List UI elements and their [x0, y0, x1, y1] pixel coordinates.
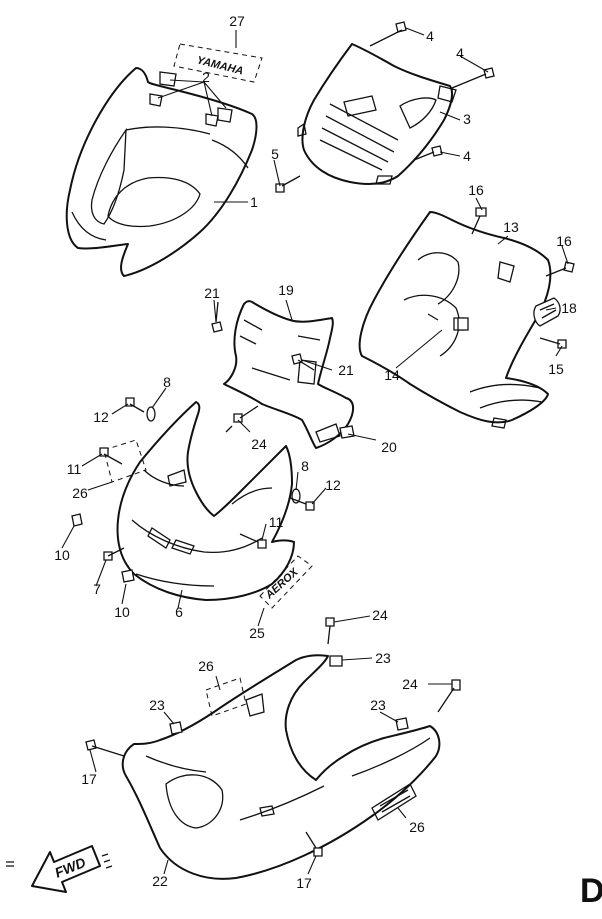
yamaha-decal: YAMAHA	[173, 43, 263, 83]
section-letter: D	[580, 872, 602, 910]
callout-label: 27	[229, 13, 245, 29]
callout-label: 22	[152, 873, 168, 889]
callout-label: 16	[468, 182, 484, 198]
screws	[85, 21, 575, 857]
callout-label: 18	[561, 300, 577, 316]
callout-label: 21	[204, 285, 220, 301]
callout-label: 24	[402, 676, 418, 692]
callout-label: 25	[249, 625, 265, 641]
inner-bracket-part	[223, 300, 354, 449]
under-cover-part	[121, 654, 441, 880]
lower-front-cowl-part	[116, 401, 295, 601]
inner-housing-part	[297, 43, 457, 185]
side-decal-26-upper	[103, 439, 147, 483]
leg-shield-panel-part	[358, 211, 552, 429]
callout-label: 5	[271, 146, 279, 162]
callout-label: 4	[426, 28, 434, 44]
callout-label: 24	[251, 436, 267, 452]
callout-label: 23	[370, 697, 386, 713]
callout-label: 26	[198, 658, 214, 674]
callout-label: 1	[250, 194, 258, 210]
callout-label: 13	[503, 219, 519, 235]
callout-label: 11	[67, 461, 82, 477]
callout-label: 20	[381, 439, 397, 455]
callout-label: 4	[456, 45, 464, 61]
callout-label: 6	[175, 604, 183, 620]
callout-label: 24	[372, 607, 388, 623]
callout-label: 10	[54, 547, 70, 563]
callout-label: 3	[463, 111, 471, 127]
callout-label: 10	[114, 604, 130, 620]
callout-label: 4	[463, 148, 471, 164]
callout-label: 21	[338, 362, 354, 378]
callout-label: 17	[296, 875, 312, 891]
callout-label: 26	[409, 819, 425, 835]
side-decal-26-lower	[371, 783, 417, 821]
forward-arrow: FWD	[6, 845, 113, 893]
callout-label: 23	[375, 650, 391, 666]
leader-lines	[61, 27, 569, 875]
front-cowl-part	[65, 67, 258, 277]
callout-label: 16	[556, 233, 572, 249]
callout-label: 12	[325, 477, 341, 493]
grommet-18	[533, 297, 561, 327]
callout-label: 15	[548, 361, 564, 377]
callout-label: 8	[301, 458, 309, 474]
callout-label: 14	[384, 367, 400, 383]
callout-label: 8	[163, 374, 171, 390]
callout-label: 19	[278, 282, 294, 298]
callout-label: 17	[81, 771, 97, 787]
callout-label: 26	[72, 485, 88, 501]
callout-label: 11	[269, 514, 284, 530]
callout-label: 12	[93, 409, 109, 425]
callout-label: 23	[149, 697, 165, 713]
callout-labels: 27 2 4 4 3 4 5 1 16 13 16 18 15 14 19 21…	[54, 13, 577, 891]
callout-label: 2	[202, 69, 210, 85]
callout-label: 7	[93, 581, 101, 597]
